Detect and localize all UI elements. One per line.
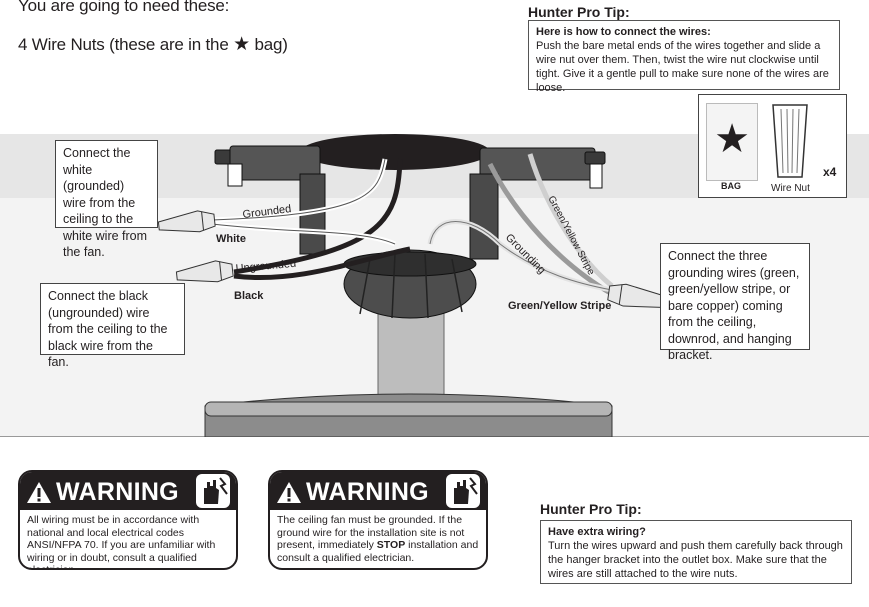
top-tip-title: Hunter Pro Tip: [528,4,630,20]
bag-image: ★ [706,103,758,181]
wiring-illustration: Grounded Ungrounded Grounding Green/Yell… [157,134,664,437]
shock-hand-icon [446,474,480,508]
warning-stop: STOP [376,539,406,551]
warning-triangle-icon [27,482,51,503]
bottom-tip-body: Turn the wires upward and push them care… [548,540,843,580]
wire-nut-black [175,260,234,283]
downrod [377,303,445,405]
parts-box: ★ BAG Wire Nut x4 [698,94,847,198]
need-title: You are going to need these: [18,0,230,15]
warning-box-1: WARNING All wiring must be in accordance… [18,470,238,570]
top-tip-heading: Here is how to connect the wires: [536,26,711,38]
warning-box-2: WARNING The ceiling fan must be grounded… [268,470,488,570]
warning-text-2-start: The ceiling fan must be grounded. If the… [277,514,465,551]
wire-nut-ground [607,283,664,308]
callout-white: Connect the white (grounded) wire from t… [55,140,158,259]
bottom-tip-box: Have extra wiring? Turn the wires upward… [540,520,852,584]
black-wire-ceiling [233,158,403,275]
wire-nuts-text: 4 Wire Nuts (these are in the [18,35,229,54]
warning-text-2-end: installation and consult a qualified ele… [277,539,479,564]
label-black: Black [234,290,264,302]
top-tip-box: Here is how to connect the wires: Push t… [528,20,840,94]
label-grounded: Grounded [242,203,292,221]
warning-word: WARNING [56,478,179,506]
shock-hand-icon [196,474,230,508]
grounding-wire-1 [487,162,614,297]
warning-text-2: The ceiling fan must be grounded. If the… [270,510,486,568]
star-icon: ★ [714,117,750,161]
quantity-label: x4 [823,165,837,179]
wire-nuts-line: 4 Wire Nuts (these are in the ★ bag) [18,33,288,56]
wire-nuts-text-end: bag) [254,35,288,54]
warning-triangle-icon [277,482,301,503]
callout-black: Connect the black (ungrounded) wire from… [40,283,185,369]
wire-nut-icon [772,104,808,178]
bag-label: BAG [721,181,741,191]
callout-ground: Connect the three grounding wires (green… [660,243,810,362]
warning-header: WARNING [20,472,236,510]
bottom-tip-heading: Have extra wiring? [548,526,646,538]
label-ungrounded: Ungrounded [235,258,296,275]
label-white: White [216,233,246,245]
top-tip-body: Push the bare metal ends of the wires to… [536,40,829,94]
warning-text-1: All wiring must be in accordance with na… [27,514,216,570]
warning-header: WARNING [270,472,486,510]
warning-word: WARNING [306,478,429,506]
wire-nut-white [157,210,216,233]
outlet-box [300,134,490,170]
wire-nut-label: Wire Nut [771,183,810,194]
grounding-wire-2 [527,153,614,288]
bottom-tip-title: Hunter Pro Tip: [540,501,642,517]
star-icon: ★ [233,34,250,55]
black-wire-fan [233,246,411,281]
label-green-yellow: Green/Yellow Stripe [508,300,612,312]
